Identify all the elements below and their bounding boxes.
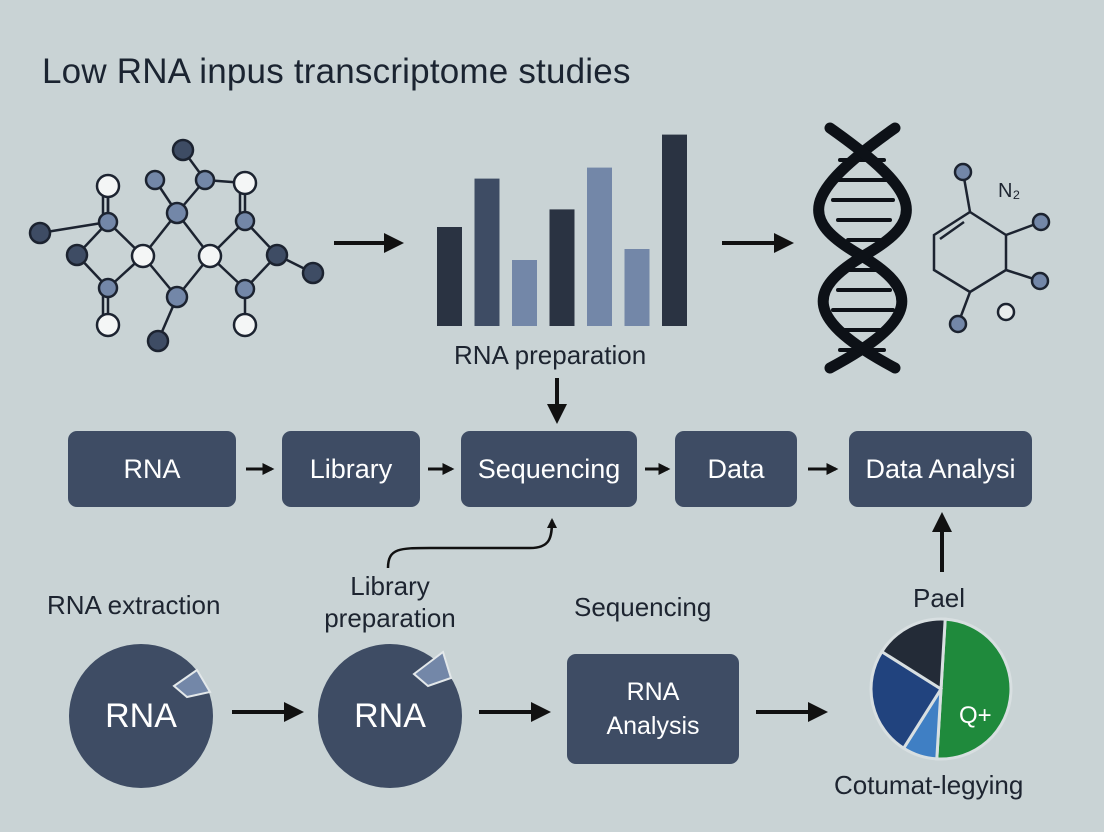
pipeline-box-rna: RNA <box>68 431 236 507</box>
pipeline-box-library: Library <box>282 431 420 507</box>
pie-top-label: Pael <box>913 583 966 613</box>
pipeline-box-data-analysis: Data Analysi <box>849 431 1032 507</box>
molecule-label: N₂ <box>998 180 1021 202</box>
pipeline-box-sequencing: Sequencing <box>461 431 637 507</box>
library-prep-circle-label: RNA <box>354 697 426 735</box>
pie-slice <box>879 617 947 692</box>
rna-preparation-label: RNA preparation <box>454 340 647 370</box>
ring-molecule-nodes <box>948 162 1051 334</box>
pie-slice-label: Q+ <box>959 702 992 729</box>
molecule-nodes <box>28 138 325 353</box>
pipeline-box-label: RNA <box>123 453 181 484</box>
pie-slice <box>935 617 1013 761</box>
bar <box>474 178 500 326</box>
pipeline-box-label: Sequencing <box>477 453 621 484</box>
library-prep-label-line2: preparation <box>324 603 456 633</box>
pipeline-box-label: Data <box>707 453 765 484</box>
rna-analysis-box: RNA Analysis <box>567 654 739 764</box>
dna-helix-icon <box>813 122 912 374</box>
ring-molecule-icon <box>932 171 1042 325</box>
pie-chart-icon <box>869 617 1013 761</box>
pie-slice <box>869 649 944 751</box>
library-prep-circle <box>318 644 462 788</box>
library-prep-label-line1: Library <box>350 571 430 601</box>
bar <box>624 249 650 326</box>
pipeline-box-label: Library <box>309 453 393 484</box>
pipeline-box-label: Data Analysi <box>865 453 1016 484</box>
bar <box>512 260 537 326</box>
bar <box>587 167 612 326</box>
bar <box>437 227 462 326</box>
curved-arrow-library-to-sequencing <box>386 518 557 569</box>
rna-extraction-circle-label: RNA <box>105 697 177 735</box>
sequencing-label: Sequencing <box>574 592 712 622</box>
rna-extraction-circle <box>69 644 213 788</box>
rna-extraction-label: RNA extraction <box>47 590 221 620</box>
bar <box>549 209 575 326</box>
rna-analysis-line1: RNA <box>626 678 680 706</box>
pie-bottom-label: Cotumat-legying <box>834 770 1024 800</box>
page-title: Low RNA inpus transcriptome studies <box>42 52 631 91</box>
rna-analysis-line2: Analysis <box>606 712 700 740</box>
pipeline-box-data: Data <box>675 431 797 507</box>
bar <box>662 134 687 326</box>
bar-chart-icon <box>437 134 687 326</box>
